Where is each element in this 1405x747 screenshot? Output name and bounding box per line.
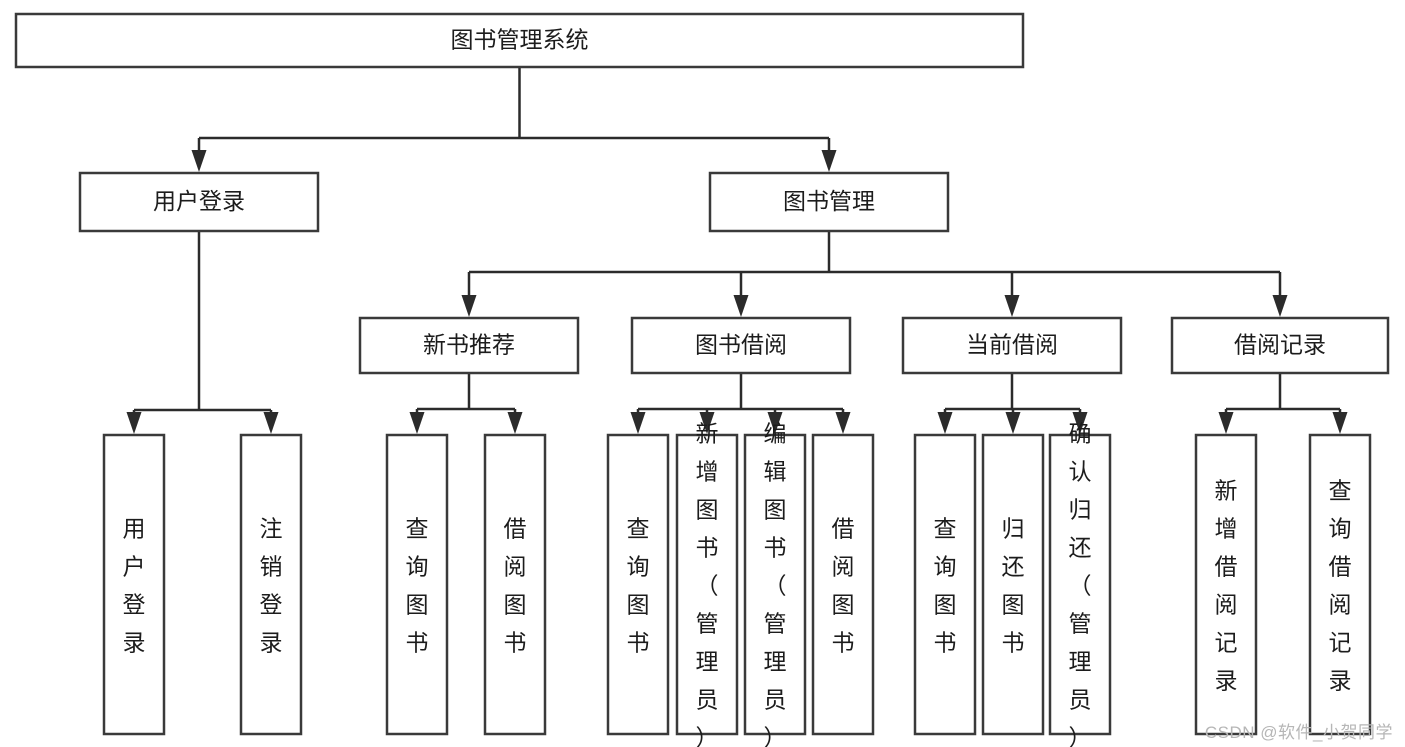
node-leaf-borrow-book-2[interactable]: 借阅图书	[811, 433, 875, 736]
node-label-new-book-rec: 新书推荐	[423, 332, 515, 358]
node-book-borrow[interactable]: 图书借阅	[630, 316, 852, 375]
node-box-leaf-borrow-book-1	[483, 433, 547, 736]
node-label-leaf-query-book-2: 查询图书	[627, 516, 650, 656]
edges-layer	[126, 67, 1348, 434]
node-label-leaf-borrow-book-2: 借阅图书	[832, 516, 855, 656]
node-label-user-login: 用户登录	[153, 188, 245, 214]
node-leaf-add-borrow-record[interactable]: 新增借阅记录	[1194, 433, 1258, 736]
node-box-leaf-query-book-2	[606, 433, 670, 736]
node-current-borrow[interactable]: 当前借阅	[901, 316, 1123, 375]
node-root[interactable]: 图书管理系统	[14, 12, 1025, 69]
node-label-leaf-confirm-return-admin: 确认归还（管理员）	[1069, 421, 1092, 747]
node-box-book-borrow	[630, 316, 852, 375]
arrowhead-book-borrow	[733, 295, 749, 317]
node-label-leaf-user-login: 用户登录	[123, 516, 146, 656]
node-box-leaf-query-book-1	[385, 433, 449, 736]
arrowhead-book-manage	[821, 150, 837, 172]
node-box-leaf-add-book-admin	[675, 433, 739, 736]
node-box-leaf-user-login	[102, 433, 166, 736]
node-box-leaf-return-book	[981, 433, 1045, 736]
node-box-user-login	[78, 171, 320, 233]
node-box-leaf-query-borrow-record	[1308, 433, 1372, 736]
node-label-leaf-borrow-book-1: 借阅图书	[504, 516, 527, 656]
node-leaf-user-login[interactable]: 用户登录	[102, 433, 166, 736]
nodes-layer: 图书管理系统用户登录图书管理新书推荐图书借阅当前借阅借阅记录用户登录注销登录查询…	[14, 12, 1390, 747]
node-label-book-manage: 图书管理	[783, 188, 875, 214]
node-leaf-confirm-return-admin[interactable]: 确认归还（管理员）	[1048, 421, 1112, 747]
node-book-manage[interactable]: 图书管理	[708, 171, 950, 233]
node-box-borrow-record	[1170, 316, 1390, 375]
node-leaf-edit-book-admin[interactable]: 编辑图书（管理员）	[743, 421, 807, 747]
node-new-book-rec[interactable]: 新书推荐	[358, 316, 580, 375]
arrowhead-leaf-query-book-2	[630, 412, 646, 434]
node-label-leaf-edit-book-admin: 编辑图书（管理员）	[764, 421, 787, 747]
node-box-leaf-confirm-return-admin	[1048, 433, 1112, 736]
node-borrow-record[interactable]: 借阅记录	[1170, 316, 1390, 375]
arrowhead-leaf-add-book-admin	[699, 412, 715, 434]
arrowhead-leaf-confirm-return-admin	[1072, 412, 1088, 434]
arrowhead-new-book-rec	[461, 295, 477, 317]
arrowhead-leaf-query-book-1	[409, 412, 425, 434]
node-box-leaf-edit-book-admin	[743, 433, 807, 736]
node-label-leaf-query-book-1: 查询图书	[406, 516, 429, 656]
arrowhead-leaf-borrow-book-2	[835, 412, 851, 434]
node-leaf-query-book-1[interactable]: 查询图书	[385, 433, 449, 736]
node-label-leaf-logout: 注销登录	[260, 516, 283, 656]
node-leaf-query-borrow-record[interactable]: 查询借阅记录	[1308, 433, 1372, 736]
node-label-current-borrow: 当前借阅	[966, 332, 1058, 358]
arrowhead-leaf-add-borrow-record	[1218, 412, 1234, 434]
node-box-current-borrow	[901, 316, 1123, 375]
node-leaf-query-book-3[interactable]: 查询图书	[913, 433, 977, 736]
node-label-book-borrow: 图书借阅	[695, 332, 787, 358]
node-leaf-add-book-admin[interactable]: 新增图书（管理员）	[675, 421, 739, 747]
arrowhead-borrow-record	[1272, 295, 1288, 317]
node-leaf-logout[interactable]: 注销登录	[239, 433, 303, 736]
arrowhead-leaf-return-book	[1005, 412, 1021, 434]
node-leaf-borrow-book-1[interactable]: 借阅图书	[483, 433, 547, 736]
node-leaf-query-book-2[interactable]: 查询图书	[606, 433, 670, 736]
arrowhead-user-login	[191, 150, 207, 172]
node-label-leaf-query-book-3: 查询图书	[934, 516, 957, 656]
node-label-leaf-add-borrow-record: 新增借阅记录	[1215, 478, 1238, 694]
node-user-login[interactable]: 用户登录	[78, 171, 320, 233]
arrowhead-leaf-query-borrow-record	[1332, 412, 1348, 434]
node-box-book-manage	[708, 171, 950, 233]
arrowhead-current-borrow	[1004, 295, 1020, 317]
node-box-root	[14, 12, 1025, 69]
node-label-root: 图书管理系统	[451, 27, 589, 53]
node-leaf-return-book[interactable]: 归还图书	[981, 433, 1045, 736]
arrowhead-leaf-query-book-3	[937, 412, 953, 434]
arrowhead-leaf-user-login	[126, 412, 142, 434]
arrowhead-leaf-edit-book-admin	[767, 412, 783, 434]
node-box-leaf-query-book-3	[913, 433, 977, 736]
arrowhead-leaf-borrow-book-1	[507, 412, 523, 434]
node-box-leaf-add-borrow-record	[1194, 433, 1258, 736]
node-label-leaf-query-borrow-record: 查询借阅记录	[1329, 478, 1352, 694]
arrowhead-leaf-logout	[263, 412, 279, 434]
node-label-borrow-record: 借阅记录	[1234, 332, 1326, 358]
node-box-leaf-logout	[239, 433, 303, 736]
node-box-new-book-rec	[358, 316, 580, 375]
node-label-leaf-return-book: 归还图书	[1002, 516, 1025, 656]
node-box-leaf-borrow-book-2	[811, 433, 875, 736]
node-label-leaf-add-book-admin: 新增图书（管理员）	[696, 421, 719, 747]
